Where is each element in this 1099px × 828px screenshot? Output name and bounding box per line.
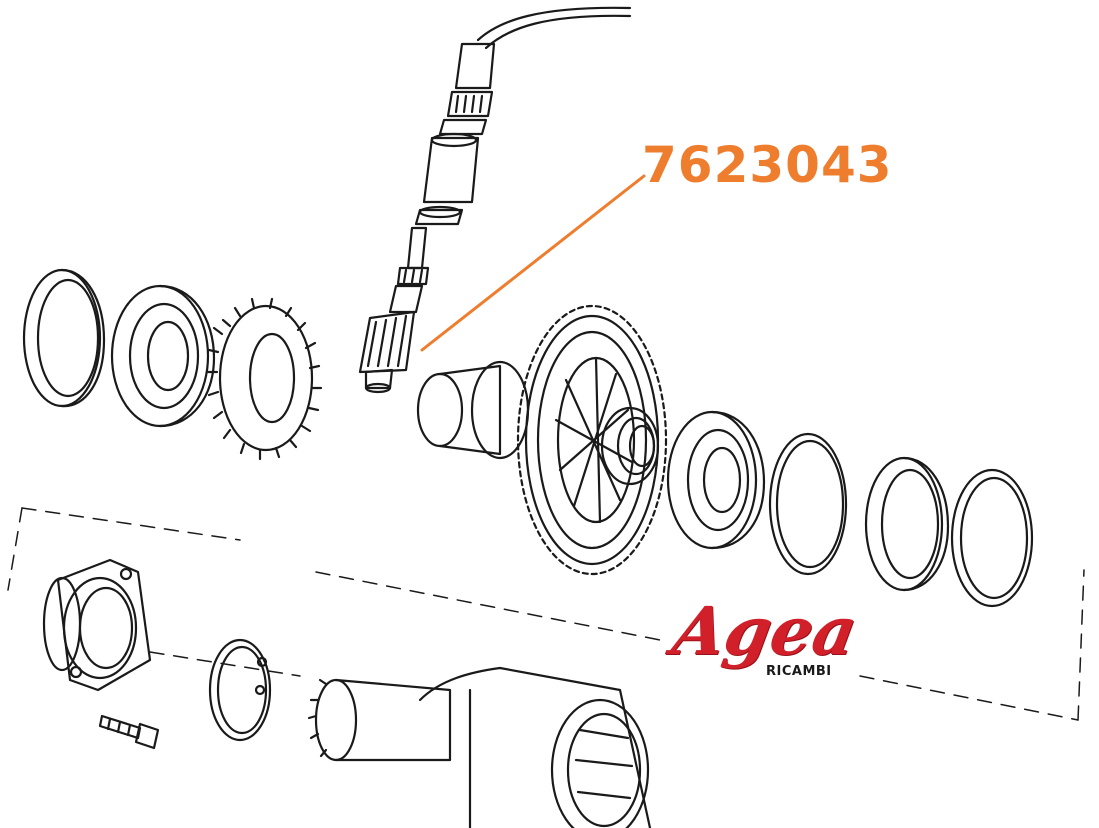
part-number-label: 7623043 [642,136,893,194]
speedometer-cable [414,6,632,226]
drive-shaft-joint [307,666,652,828]
helical-gear [206,297,323,461]
agea-ricambi-logo: Agea RICAMBI [667,592,863,698]
bolt [98,714,160,750]
bearing-left [110,284,216,428]
shim-ring [768,432,848,576]
differential-assembly [416,304,668,576]
circlip [208,638,272,742]
oil-seal-right [864,456,950,592]
logo-word: Agea [667,592,864,670]
callout-leader-line [420,174,646,352]
snap-ring-right [950,468,1034,608]
dashed-group-outline [7,507,1085,721]
bearing-right [666,410,766,550]
logo-sub: RICAMBI [766,664,832,679]
oil-seal-left [22,268,106,408]
bearing-flange [42,558,152,692]
speedometer-pinion [358,226,430,394]
